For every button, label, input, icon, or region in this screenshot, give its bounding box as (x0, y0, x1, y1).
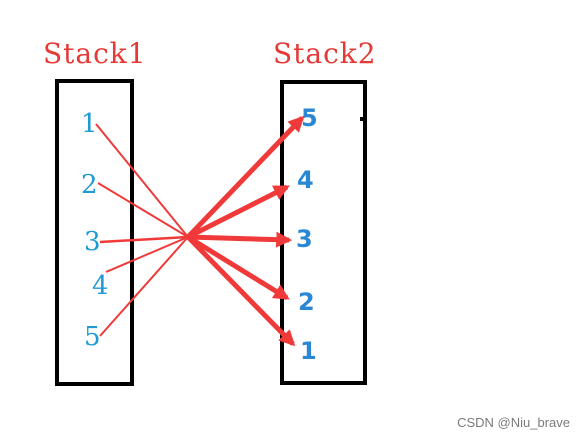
stack1-item-3: 3 (84, 227, 101, 257)
line-from-2 (97, 182, 189, 238)
stack1-item-4: 4 (92, 271, 109, 301)
line-from-3 (99, 235, 189, 244)
stack2-title: Stack2 (273, 37, 377, 70)
arrow-to-5 (186, 115, 305, 239)
stack1-title: Stack1 (43, 37, 147, 70)
arrow-to-4 (186, 184, 290, 240)
line-from-1 (95, 123, 189, 238)
stack1-item-2: 2 (81, 170, 98, 200)
line-from-5 (99, 236, 189, 337)
stack2-item-5: 5 (301, 104, 318, 132)
stack2-item-3: 3 (296, 225, 313, 253)
stack1-box (55, 79, 134, 386)
arrow-to-1 (186, 235, 296, 347)
line-from-4 (105, 236, 189, 273)
arrow-to-3 (187, 231, 293, 248)
watermark: CSDN @Niu_brave (457, 415, 570, 430)
stack1-item-1: 1 (81, 109, 98, 139)
arrow-to-2 (186, 234, 290, 301)
stack1-item-5: 5 (84, 322, 101, 352)
stack2-item-2: 2 (298, 288, 315, 316)
stack2-edge-mark (360, 117, 364, 121)
stack2-item-1: 1 (300, 337, 317, 365)
stack2-item-4: 4 (297, 166, 314, 194)
